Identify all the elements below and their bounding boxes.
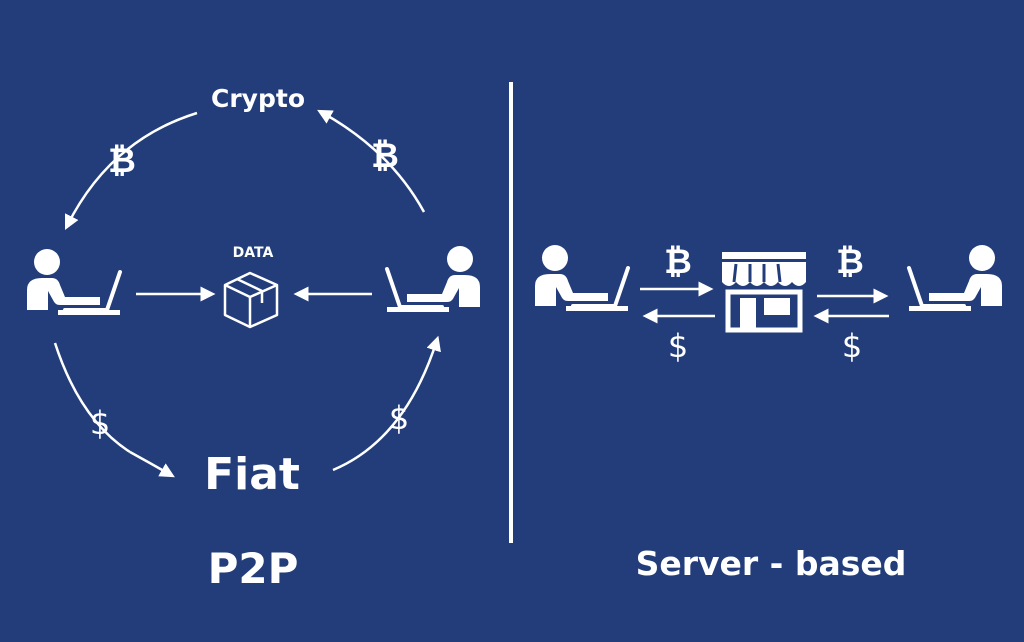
section-divider — [509, 82, 513, 543]
bitcoin-icon: ₿ — [664, 242, 692, 282]
box-icon — [223, 271, 279, 329]
person-laptop-icon — [907, 243, 1004, 313]
dollar-icon: $ — [90, 404, 110, 442]
p2p-caption: P2P — [208, 544, 299, 593]
server-section: ₿ ₿ $ $ Server - based — [533, 242, 1004, 583]
person-laptop-icon — [533, 243, 630, 313]
store-icon — [722, 252, 806, 333]
fiat-arrow-left-head — [129, 450, 175, 478]
crypto-label: Crypto — [211, 84, 305, 113]
dollar-icon: $ — [389, 399, 409, 437]
data-label: DATA — [233, 245, 274, 261]
p2p-section: Crypto ₿ ₿ DATA $ $ Fiat P2P — [25, 84, 482, 593]
dollar-icon: $ — [668, 327, 688, 365]
server-caption: Server - based — [636, 544, 907, 583]
fiat-arrow-left — [53, 342, 131, 454]
dollar-icon: $ — [842, 327, 862, 365]
person-laptop-icon — [385, 244, 482, 314]
crypto-arrow-left — [64, 111, 198, 231]
bitcoin-icon: ₿ — [371, 136, 399, 176]
fiat-arrow-right — [332, 335, 441, 472]
fiat-label: Fiat — [204, 449, 300, 500]
crypto-arrow-right — [317, 109, 426, 213]
person-laptop-icon — [25, 247, 122, 317]
bitcoin-icon: ₿ — [108, 141, 136, 181]
bitcoin-icon: ₿ — [836, 242, 864, 282]
